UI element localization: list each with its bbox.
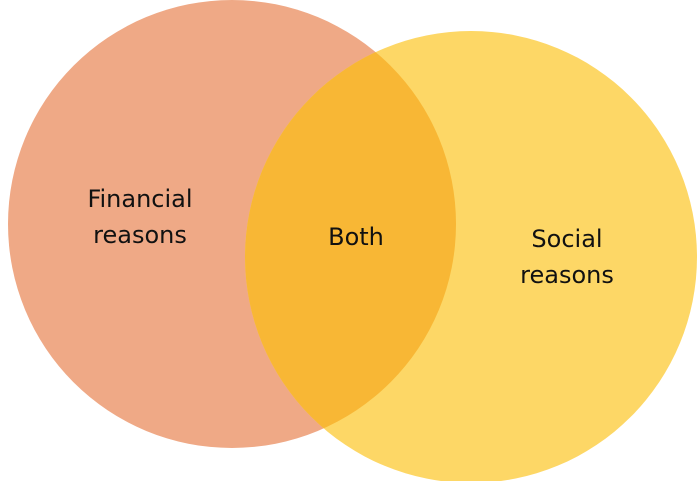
intersection-region — [245, 31, 456, 448]
both-label: Both — [328, 223, 384, 251]
social-reasons-label: Social reasons — [520, 225, 614, 289]
financial-reasons-label: Financial reasons — [87, 185, 193, 249]
